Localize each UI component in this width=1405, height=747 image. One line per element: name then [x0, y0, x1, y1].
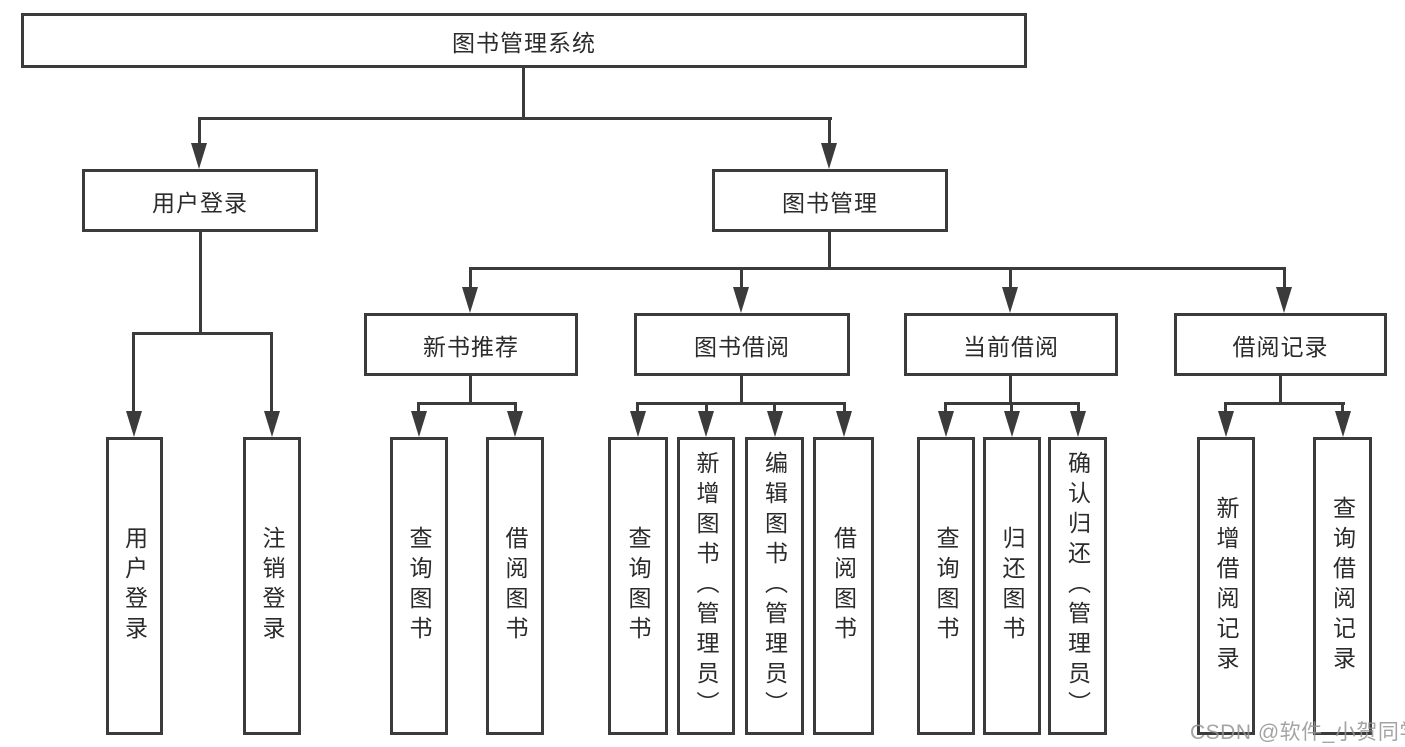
- connector-line: [740, 375, 743, 405]
- node-label: 借阅记录: [1232, 333, 1329, 360]
- connector-line: [944, 402, 947, 416]
- connector-line: [270, 332, 273, 412]
- leaf-label: 查询借阅记录: [1329, 496, 1356, 676]
- leaf-query-books-recommend: 查询图书: [390, 437, 448, 735]
- node-label: 新书推荐: [423, 333, 519, 360]
- connector-line: [1279, 375, 1282, 405]
- arrow-down-icon: [507, 411, 523, 437]
- connector-line: [522, 68, 525, 120]
- leaf-add-borrow-record: 新增借阅记录: [1197, 437, 1255, 735]
- leaf-label: 新增借阅记录: [1213, 496, 1239, 676]
- node-library-system: 图书管理系统: [21, 13, 1027, 68]
- connector-line: [1341, 402, 1344, 416]
- connector-line: [1010, 402, 1013, 416]
- connector-line: [198, 117, 832, 120]
- node-label: 用户登录: [152, 189, 248, 216]
- node-book-borrowing: 图书借阅: [634, 313, 850, 376]
- leaf-label: 新增图书（管理员）: [693, 451, 719, 721]
- arrow-down-icon: [938, 411, 954, 437]
- leaf-user-login: 用户登录: [106, 437, 163, 735]
- arrow-down-icon: [1276, 287, 1292, 313]
- arrow-down-icon: [126, 411, 142, 437]
- leaf-logout: 注销登录: [243, 437, 301, 735]
- connector-line: [417, 402, 420, 416]
- connector-line: [1077, 402, 1080, 416]
- node-label: 图书管理系统: [452, 29, 596, 56]
- connector-line: [636, 402, 639, 416]
- connector-line: [514, 402, 517, 416]
- leaf-query-borrow-record: 查询借阅记录: [1313, 437, 1372, 735]
- node-user-login: 用户登录: [82, 169, 318, 232]
- connector-line: [1224, 402, 1227, 416]
- leaf-borrow-books-borrowing: 借阅图书: [813, 437, 874, 735]
- connector-line: [417, 402, 517, 405]
- arrow-down-icon: [462, 287, 478, 313]
- arrow-down-icon: [1218, 411, 1234, 437]
- connector-line: [198, 117, 201, 147]
- arrow-down-icon: [411, 411, 427, 437]
- node-new-book-recommend: 新书推荐: [364, 313, 578, 376]
- leaf-edit-book-admin: 编辑图书（管理员）: [745, 437, 804, 735]
- connector-line: [199, 232, 202, 334]
- connector-line: [773, 402, 776, 416]
- node-current-borrowing: 当前借阅: [904, 313, 1118, 376]
- leaf-label: 注销登录: [259, 526, 285, 646]
- connector-line: [1009, 267, 1012, 289]
- node-borrowing-records: 借阅记录: [1174, 313, 1387, 376]
- connector-line: [1283, 267, 1286, 289]
- arrow-down-icon: [1335, 411, 1351, 437]
- connector-line: [828, 230, 831, 270]
- arrow-down-icon: [821, 143, 837, 169]
- connector-line: [132, 332, 135, 412]
- leaf-query-books-borrowing: 查询图书: [608, 437, 668, 735]
- leaf-label: 编辑图书（管理员）: [761, 451, 788, 721]
- arrow-down-icon: [767, 411, 783, 437]
- connector-line: [132, 332, 273, 335]
- leaf-label: 确认归还（管理员）: [1064, 451, 1091, 721]
- leaf-query-books-current: 查询图书: [917, 437, 975, 735]
- node-label: 图书借阅: [694, 333, 790, 360]
- leaf-confirm-return-admin: 确认归还（管理员）: [1048, 437, 1107, 735]
- node-label: 图书管理: [782, 189, 878, 216]
- arrow-down-icon: [191, 143, 207, 169]
- connector-line: [1224, 402, 1345, 405]
- connector-line: [636, 402, 846, 405]
- arrow-down-icon: [698, 411, 714, 437]
- leaf-label: 归还图书: [999, 526, 1025, 646]
- leaf-label: 借阅图书: [830, 526, 857, 646]
- connector-line: [828, 117, 831, 147]
- connector-line: [469, 375, 472, 405]
- connector-line: [469, 267, 472, 289]
- leaf-add-book-admin: 新增图书（管理员）: [677, 437, 735, 735]
- connector-line: [469, 267, 1286, 270]
- leaf-label: 用户登录: [121, 526, 148, 646]
- arrow-down-icon: [733, 287, 749, 313]
- arrow-down-icon: [630, 411, 646, 437]
- node-label: 当前借阅: [963, 333, 1059, 360]
- leaf-label: 查询图书: [933, 526, 959, 646]
- arrow-down-icon: [1004, 411, 1020, 437]
- arrow-down-icon: [1002, 287, 1018, 313]
- leaf-label: 借阅图书: [502, 526, 528, 646]
- connector-line: [1009, 375, 1012, 405]
- connector-line: [843, 402, 846, 416]
- leaf-label: 查询图书: [625, 526, 651, 646]
- node-book-management: 图书管理: [712, 169, 948, 232]
- leaf-return-book: 归还图书: [983, 437, 1041, 735]
- leaf-label: 查询图书: [406, 526, 432, 646]
- watermark-text: CSDN @软件_小贺同学: [1190, 721, 1405, 744]
- leaf-borrow-books-recommend: 借阅图书: [486, 437, 544, 735]
- arrow-down-icon: [1070, 411, 1086, 437]
- arrow-down-icon: [836, 411, 852, 437]
- connector-line: [740, 267, 743, 289]
- connector-line: [705, 402, 708, 416]
- arrow-down-icon: [264, 411, 280, 437]
